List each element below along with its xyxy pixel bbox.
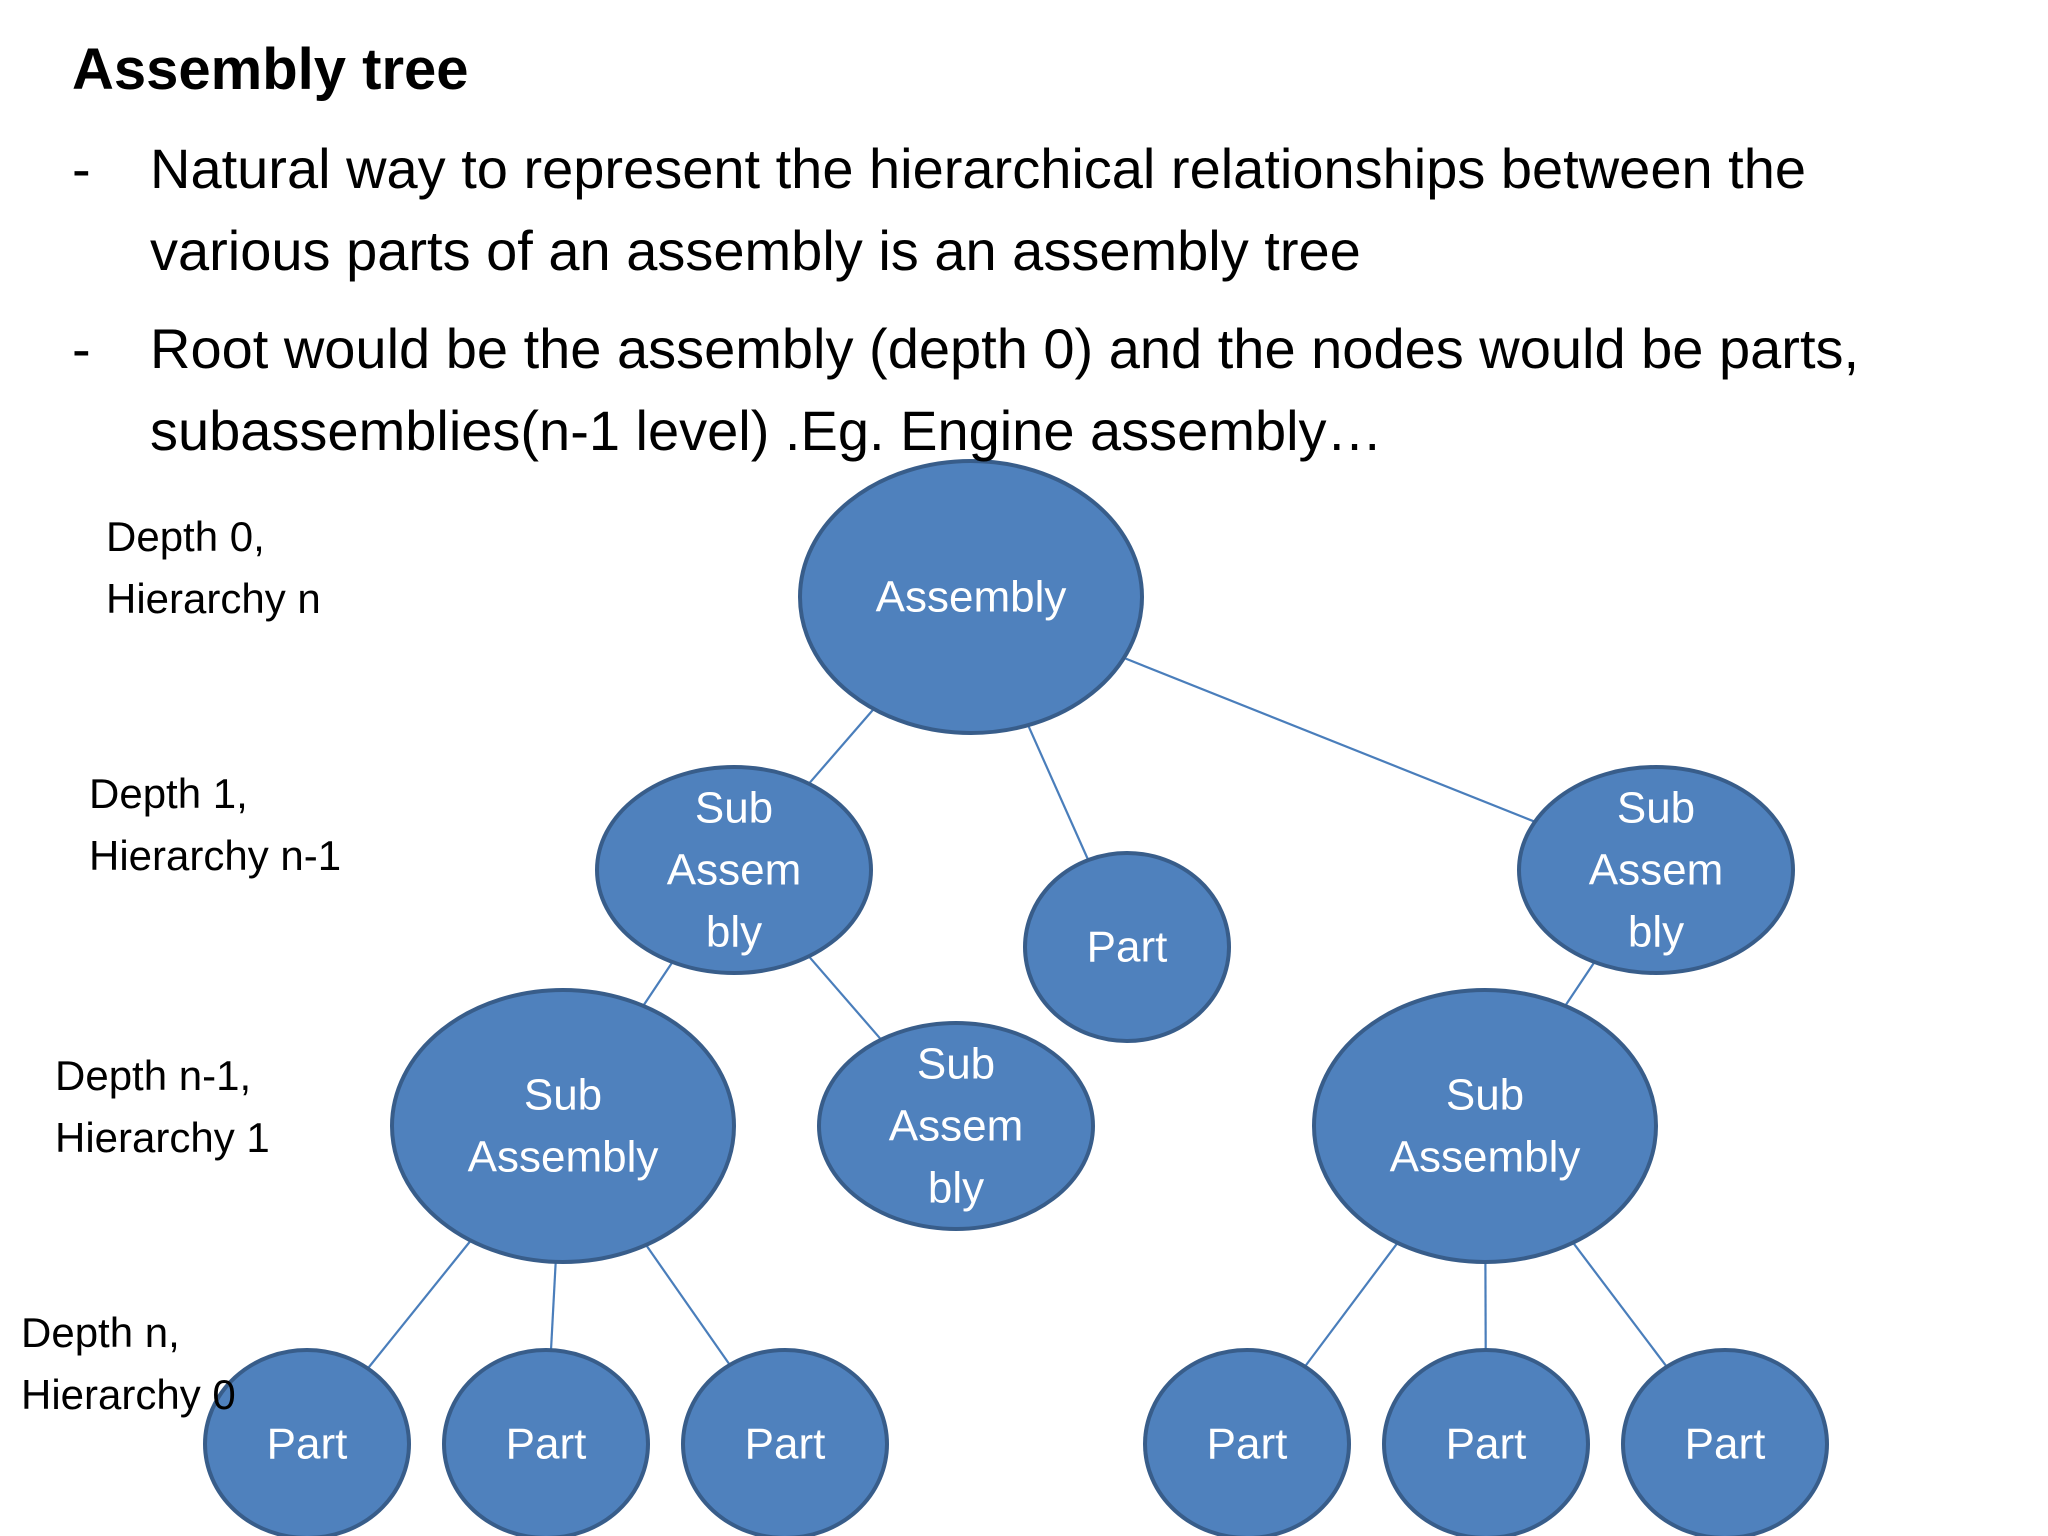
bullet-item: - Natural way to represent the hierarchi… (72, 128, 1992, 292)
tree-edge-sub-left-to-subasm-left (642, 961, 674, 1007)
node-label: Sub (524, 1071, 602, 1120)
node-label: Part (506, 1420, 587, 1469)
depth-text: Depth n, (21, 1309, 180, 1356)
depth-text: Depth 0, (106, 513, 265, 560)
tree-edge-root-to-sub-left (808, 708, 875, 785)
tree-node-part-r2: Part (1382, 1348, 1590, 1536)
tree-node-part-l3: Part (681, 1348, 889, 1536)
node-ellipse (1382, 1348, 1590, 1536)
node-label: bly (928, 1164, 984, 1213)
node-ellipse (681, 1348, 889, 1536)
node-label: Part (1207, 1420, 1288, 1469)
node-ellipse (1143, 1348, 1351, 1536)
node-ellipse (817, 1021, 1095, 1231)
node-ellipse (442, 1348, 650, 1536)
node-label: Assem (889, 1102, 1023, 1151)
hierarchy-text: Hierarchy 0 (21, 1371, 236, 1418)
depth-label-0: Depth 0, Hierarchy n (106, 506, 321, 630)
node-label: Sub (917, 1040, 995, 1089)
node-label: Assembly (876, 573, 1067, 622)
tree-edge-root-to-sub-right (1123, 656, 1536, 823)
hierarchy-text: Hierarchy 1 (55, 1114, 270, 1161)
tree-node-part-r1: Part (1143, 1348, 1351, 1536)
node-label: Sub (1446, 1071, 1524, 1120)
node-label: Part (1685, 1420, 1766, 1469)
bullet-dash: - (72, 137, 91, 200)
tree-edge-subasm-left-to-part-l3 (645, 1244, 731, 1366)
depth-text: Depth n-1, (55, 1052, 252, 1099)
tree-edge-sub-right-to-subasm-right (1564, 961, 1596, 1007)
tree-node-root: Assembly (798, 459, 1144, 735)
tree-edge-subasm-right-to-part-r1 (1304, 1242, 1399, 1368)
node-ellipse (1023, 851, 1231, 1043)
node-label: Part (745, 1420, 826, 1469)
tree-node-part-r3: Part (1621, 1348, 1829, 1536)
tree-node-part-l2: Part (442, 1348, 650, 1536)
node-label: Sub (695, 784, 773, 833)
node-label: Assembly (1390, 1133, 1581, 1182)
tree-edge-subasm-right-to-part-r3 (1572, 1241, 1668, 1368)
node-label: Assem (1589, 846, 1723, 895)
tree-node-part-l1: Part (203, 1348, 411, 1536)
node-ellipse (1312, 988, 1658, 1264)
tree-edge-root-to-part-mid (1027, 724, 1090, 861)
bullet-dash: - (72, 317, 91, 380)
depth-label-1: Depth 1, Hierarchy n-1 (89, 763, 341, 887)
node-ellipse (798, 459, 1144, 735)
node-label: Assembly (468, 1133, 659, 1182)
tree-edge-sub-left-to-sub-mid (807, 955, 883, 1041)
node-label: Part (1087, 923, 1168, 972)
node-ellipse (203, 1348, 411, 1536)
depth-label-n: Depth n, Hierarchy 0 (21, 1302, 236, 1426)
tree-edge-subasm-left-to-part-l2 (549, 1261, 557, 1351)
hierarchy-text: Hierarchy n (106, 575, 321, 622)
node-ellipse (1517, 765, 1795, 975)
bullet-list: - Natural way to represent the hierarchi… (72, 128, 1992, 488)
node-label: bly (1628, 908, 1684, 957)
depth-label-n-minus-1: Depth n-1, Hierarchy 1 (55, 1045, 270, 1169)
bullet-text: Root would be the assembly (depth 0) and… (150, 317, 1860, 462)
tree-edge-subasm-left-to-part-l1 (366, 1239, 472, 1370)
node-ellipse (595, 765, 873, 975)
node-label: bly (706, 908, 762, 957)
node-label: Sub (1617, 784, 1695, 833)
hierarchy-text: Hierarchy n-1 (89, 832, 342, 879)
node-label: Part (267, 1420, 348, 1469)
tree-edges (366, 656, 1668, 1370)
node-ellipse (1621, 1348, 1829, 1536)
tree-node-part-mid: Part (1023, 851, 1231, 1043)
bullet-text: Natural way to represent the hierarchica… (150, 137, 1807, 282)
depth-text: Depth 1, (89, 770, 248, 817)
node-label: Assem (667, 846, 801, 895)
node-label: Part (1446, 1420, 1527, 1469)
node-ellipse (390, 988, 736, 1264)
slide-title: Assembly tree (72, 37, 469, 102)
bullet-item: - Root would be the assembly (depth 0) a… (72, 308, 1992, 472)
